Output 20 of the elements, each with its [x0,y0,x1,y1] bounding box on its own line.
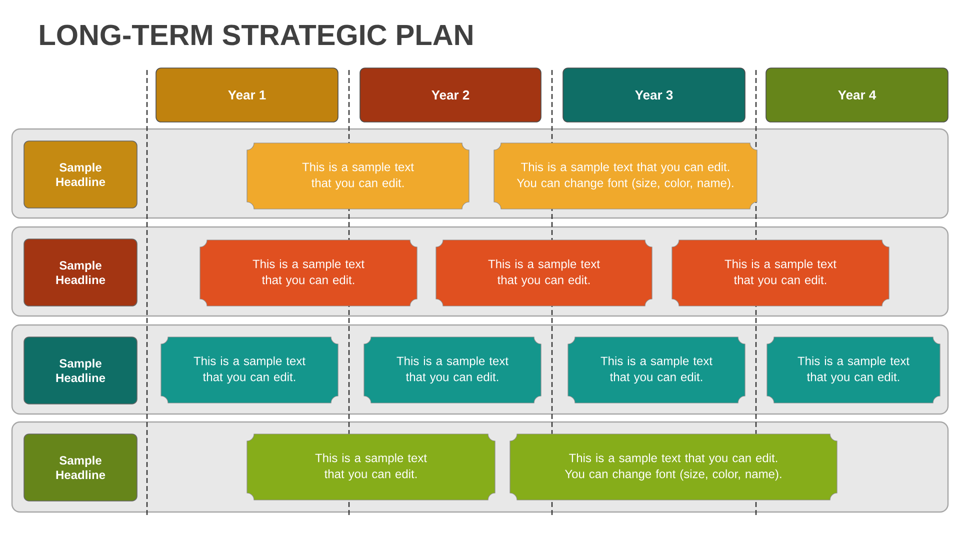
year-header: Year 4 [766,68,948,122]
text-card: This is a sample text that you can edit. [246,434,496,500]
text-card: This is a sample text that you can edit. [436,240,652,306]
title: LONG-TERM STRATEGIC PLAN [40,24,472,46]
headline-box: Sample Headline [24,336,138,404]
year-header: Year 2 [360,68,542,122]
text-card: This is a sample text that you can edit. You can change font (size, color, name). [510,434,838,500]
year-header: Year 1 [156,68,338,122]
headline-box: Sample Headline [24,238,138,306]
text-card: This is a sample text that you can edit. [766,336,940,404]
text-card: This is a sample text that you can edit. [364,336,542,404]
text-card: This is a sample text that you can edit. [672,240,890,306]
text-card: This is a sample text that you can edit. [568,336,746,404]
text-card: This is a sample text that you can edit. [200,240,418,306]
headline-box: Sample Headline [24,434,138,502]
text-card: This is a sample text that you can edit. [160,336,338,404]
text-card: This is a sample text that you can edit. You can change font (size, color, name). [494,142,758,210]
text-card: This is a sample text that you can edit. [246,142,470,210]
year-header: Year 3 [562,68,746,122]
headline-box: Sample Headline [24,140,138,208]
